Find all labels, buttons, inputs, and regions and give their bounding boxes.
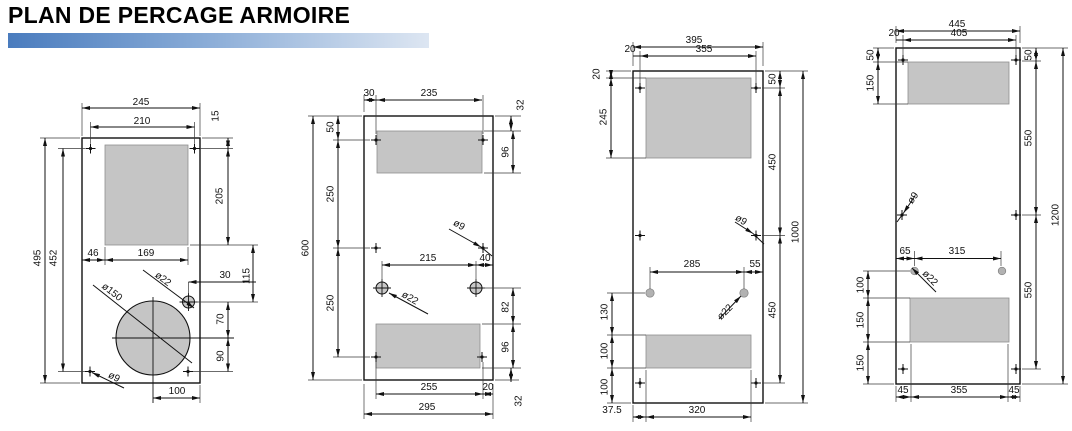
- page-title: PLAN DE PERCAGE ARMOIRE: [8, 2, 351, 28]
- dim-cutout-height-bottom: 96: [501, 341, 512, 353]
- dim-height-total: 1200: [1051, 203, 1062, 226]
- dim-top-margin: 20: [624, 44, 636, 55]
- dim-circle-offset: 70: [216, 313, 227, 325]
- drawing-cabinet-445x1200: 445 405 20 50 150 50 550 ø9 1200 65 315 …: [856, 19, 1068, 402]
- dim-row-gap1: 450: [768, 153, 779, 170]
- dim-cutout-height-top: 96: [501, 146, 512, 158]
- dim-hole22-left: 65: [899, 246, 911, 257]
- dim-hole-span: 210: [134, 116, 151, 127]
- dim-cutout-height: 205: [215, 187, 226, 204]
- dim-gap-holes-cutout: 130: [600, 303, 611, 320]
- dim-bottom-span: 255: [421, 382, 438, 393]
- dim-hole22-span: 315: [949, 246, 966, 257]
- dim-width-total: 395: [686, 35, 703, 46]
- dim-top-offset: 32: [516, 99, 527, 111]
- dim-bottom-margin: 37.5: [602, 405, 622, 416]
- dim-hole-span: 235: [421, 88, 438, 99]
- dim-row-gap1: 250: [326, 185, 337, 202]
- dim-cutout-height-bottom: 150: [856, 311, 867, 328]
- dim-circle-x: 100: [169, 386, 186, 397]
- dim-row-gap2: 250: [326, 294, 337, 311]
- dim-cutout-height-bottom: 100: [600, 342, 611, 359]
- dim-top-hole-offset: 50: [326, 121, 337, 133]
- dim-top-offset-left: 50: [866, 49, 877, 61]
- dim-cutout-width: 320: [689, 405, 706, 416]
- dim-hole22-right: 40: [479, 253, 491, 264]
- dim-bottom-margin-left: 45: [897, 385, 909, 396]
- dim-bottom-margin-right: 45: [1008, 385, 1020, 396]
- dim-cutout-width: 169: [138, 248, 155, 259]
- dim-row-gap1: 550: [1024, 129, 1035, 146]
- dia-9-label: ø9: [106, 370, 122, 385]
- dim-top-hole-offset: 50: [1024, 49, 1035, 61]
- dim-bottom-gap: 100: [600, 378, 611, 395]
- cutout-rect-bottom: [909, 297, 1010, 343]
- dim-height-holes: 452: [49, 249, 60, 266]
- dim-hole22-span: 215: [420, 253, 437, 264]
- hole-22-marker: [739, 288, 749, 298]
- dim-height-total: 600: [301, 239, 312, 256]
- dim-row-gap2: 550: [1024, 281, 1035, 298]
- dim-hole22-span: 285: [684, 259, 701, 270]
- cutout-rect-bottom: [375, 323, 481, 369]
- dim-cutout-height: 245: [599, 108, 610, 125]
- cutout-rect: [104, 144, 189, 246]
- dim-top-margin: 20: [888, 28, 900, 39]
- drawing-cabinet-395x1000: 395 355 20 20 245 50 450 ø9 1000 285 55 …: [592, 35, 808, 422]
- dim-hole22-right: 55: [749, 259, 761, 270]
- hole-22-marker: [645, 288, 655, 298]
- dim-top-offset: 15: [211, 110, 222, 122]
- dim-gap-holes-cutout: 100: [856, 276, 867, 293]
- dim-bottom-offset: 32: [514, 395, 525, 407]
- dim-hole-span: 355: [696, 44, 713, 55]
- drawing-cabinet-295x600: 30 235 32 50 250 250 600 96 ø9 215 40 ø2…: [301, 88, 527, 419]
- dim-hole-offset-v: 115: [242, 268, 253, 284]
- dim-width-total: 245: [133, 97, 150, 108]
- cutout-rect-top: [907, 61, 1010, 105]
- dim-left-margin: 46: [87, 248, 99, 259]
- dim-top-offset: 20: [592, 68, 603, 80]
- dim-height-total: 1000: [791, 220, 802, 243]
- dim-bottom-gap: 150: [856, 354, 867, 371]
- title-underline-bar: [8, 33, 429, 48]
- dim-bottom-span: 355: [951, 385, 968, 396]
- dim-top-hole-offset: 50: [768, 73, 779, 85]
- dim-width-total: 295: [419, 402, 436, 413]
- dim-row-gap2: 450: [768, 301, 779, 318]
- dim-left-margin: 30: [363, 88, 375, 99]
- page-header: PLAN DE PERCAGE ARMOIRE: [8, 2, 432, 48]
- dim-width-total: 445: [949, 19, 966, 30]
- cutout-rect-bottom: [645, 334, 752, 369]
- dim-bottom-offset: 90: [216, 350, 227, 362]
- dim-cutout-height: 150: [866, 74, 877, 91]
- dim-gap-holes-cutout: 82: [501, 301, 512, 313]
- dim-hole-span: 405: [951, 28, 968, 39]
- dia-9-label: ø9: [451, 218, 467, 234]
- dim-height-total: 495: [33, 249, 44, 266]
- cutout-rect-top: [376, 130, 483, 174]
- dim-hole-offset-right: 30: [219, 270, 231, 281]
- drawing-cabinet-245x495: 245 210 15 205 46 169 ø22 30 115 ø150 70…: [33, 97, 258, 403]
- dim-bottom-right: 20: [482, 382, 494, 393]
- cutout-rect-top: [645, 77, 752, 159]
- hole-22-marker: [997, 266, 1007, 276]
